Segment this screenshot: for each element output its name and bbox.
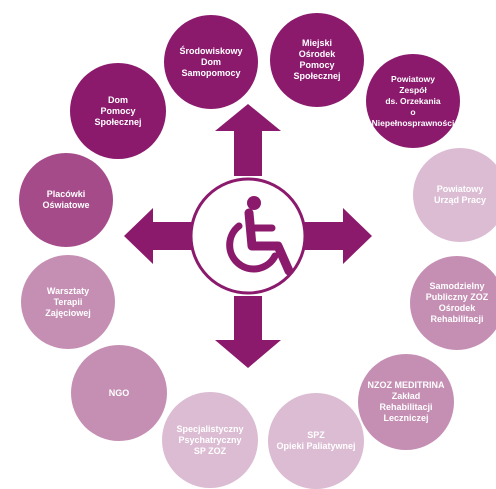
node-placowki-oswiatowe: Placówki Oświatowe bbox=[19, 153, 113, 247]
node-miejski-osrodek: Miejski Ośrodek Pomocy Społecznej bbox=[270, 13, 364, 107]
node-label: Samodzielny Publiczny ZOZ Ośrodek Rehabi… bbox=[425, 281, 489, 324]
node-label: SPZ Opieki Paliatywnej bbox=[276, 430, 356, 451]
node-label: Powiatowy Zespół ds. Orzekania o Niepełn… bbox=[371, 73, 455, 128]
node-dom-pomocy: Dom Pomocy Społecznej bbox=[70, 63, 166, 159]
node-label: Dom Pomocy Społecznej bbox=[94, 94, 142, 127]
node-specjalistyczny-zoz: Specjalistyczny Psychatryczny SP ZOZ bbox=[162, 392, 258, 488]
arrow-left bbox=[124, 208, 200, 264]
node-nzoz-meditrina: NZOZ MEDITRINA Zakład Rehabilitacji Lecz… bbox=[358, 354, 454, 450]
node-srodowiskowy-dom: Środowiskowy Dom Samopomocy bbox=[164, 15, 258, 109]
node-label: Środowiskowy Dom Samopomocy bbox=[179, 45, 243, 78]
node-label: NZOZ MEDITRINA Zakład Rehabilitacji Lecz… bbox=[367, 380, 445, 423]
node-label: Miejski Ośrodek Pomocy Społecznej bbox=[293, 38, 341, 81]
node-label: Specjalistyczny Psychatryczny SP ZOZ bbox=[176, 423, 244, 456]
wheelchair-icon bbox=[226, 196, 294, 276]
node-samodzielny-zoz: Samodzielny Publiczny ZOZ Ośrodek Rehabi… bbox=[410, 256, 496, 350]
node-label: NGO bbox=[108, 387, 130, 398]
node-ngo: NGO bbox=[71, 345, 167, 441]
node-spz-opieki: SPZ Opieki Paliatywnej bbox=[268, 393, 364, 489]
node-label: Powiatowy Urząd Pracy bbox=[433, 184, 487, 205]
arrow-down bbox=[215, 296, 281, 368]
node-warsztaty-terapii: Warsztaty Terapii Zajęciowej bbox=[21, 255, 115, 349]
center-ring bbox=[189, 177, 307, 295]
arrow-right bbox=[296, 208, 372, 264]
arrow-up bbox=[215, 104, 281, 176]
node-powiatowy-urzad: Powiatowy Urząd Pracy bbox=[413, 148, 496, 242]
node-label: Placówki Oświatowe bbox=[42, 189, 90, 210]
node-label: Warsztaty Terapii Zajęciowej bbox=[45, 285, 91, 318]
node-powiatowy-zespol: Powiatowy Zespół ds. Orzekania o Niepełn… bbox=[366, 54, 460, 148]
